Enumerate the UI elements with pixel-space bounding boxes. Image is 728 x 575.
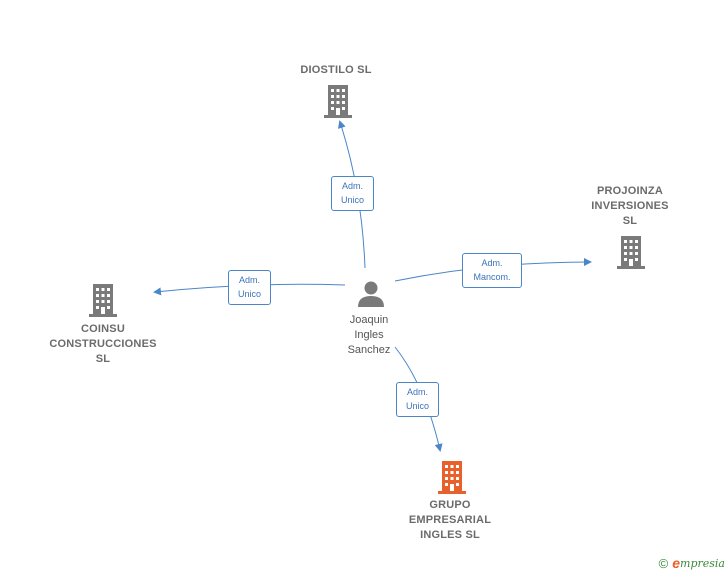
footer-brand[interactable]: © e mpresia (659, 555, 725, 571)
brand-name: mpresia (680, 556, 725, 570)
building-icon (89, 284, 117, 317)
building-icon (617, 236, 645, 269)
edge-badge-coinsu: Adm. Unico (228, 270, 271, 305)
node-label-grupo[interactable]: GRUPO EMPRESARIAL INGLES SL (408, 499, 492, 541)
copyright-icon: © (658, 555, 669, 571)
node-label-diostilo[interactable]: DIOSTILO SL (300, 64, 372, 76)
edge-badge-grupo: Adm. Unico (396, 382, 439, 417)
brand-logo-e: e (672, 555, 681, 571)
node-label-projoinza[interactable]: PROJOINZA INVERSIONES SL (591, 185, 669, 227)
building-icon (324, 85, 352, 118)
building-icon-highlight (438, 461, 466, 494)
node-label-coinsu[interactable]: COINSU CONSTRUCCIONES SL (49, 323, 157, 365)
person-icon (358, 281, 384, 307)
edge-badge-diostilo: Adm. Unico (331, 176, 374, 211)
node-label-person[interactable]: Joaquin Ingles Sanchez (347, 314, 391, 356)
edge-badge-projoinza: Adm. Mancom. (462, 253, 522, 288)
